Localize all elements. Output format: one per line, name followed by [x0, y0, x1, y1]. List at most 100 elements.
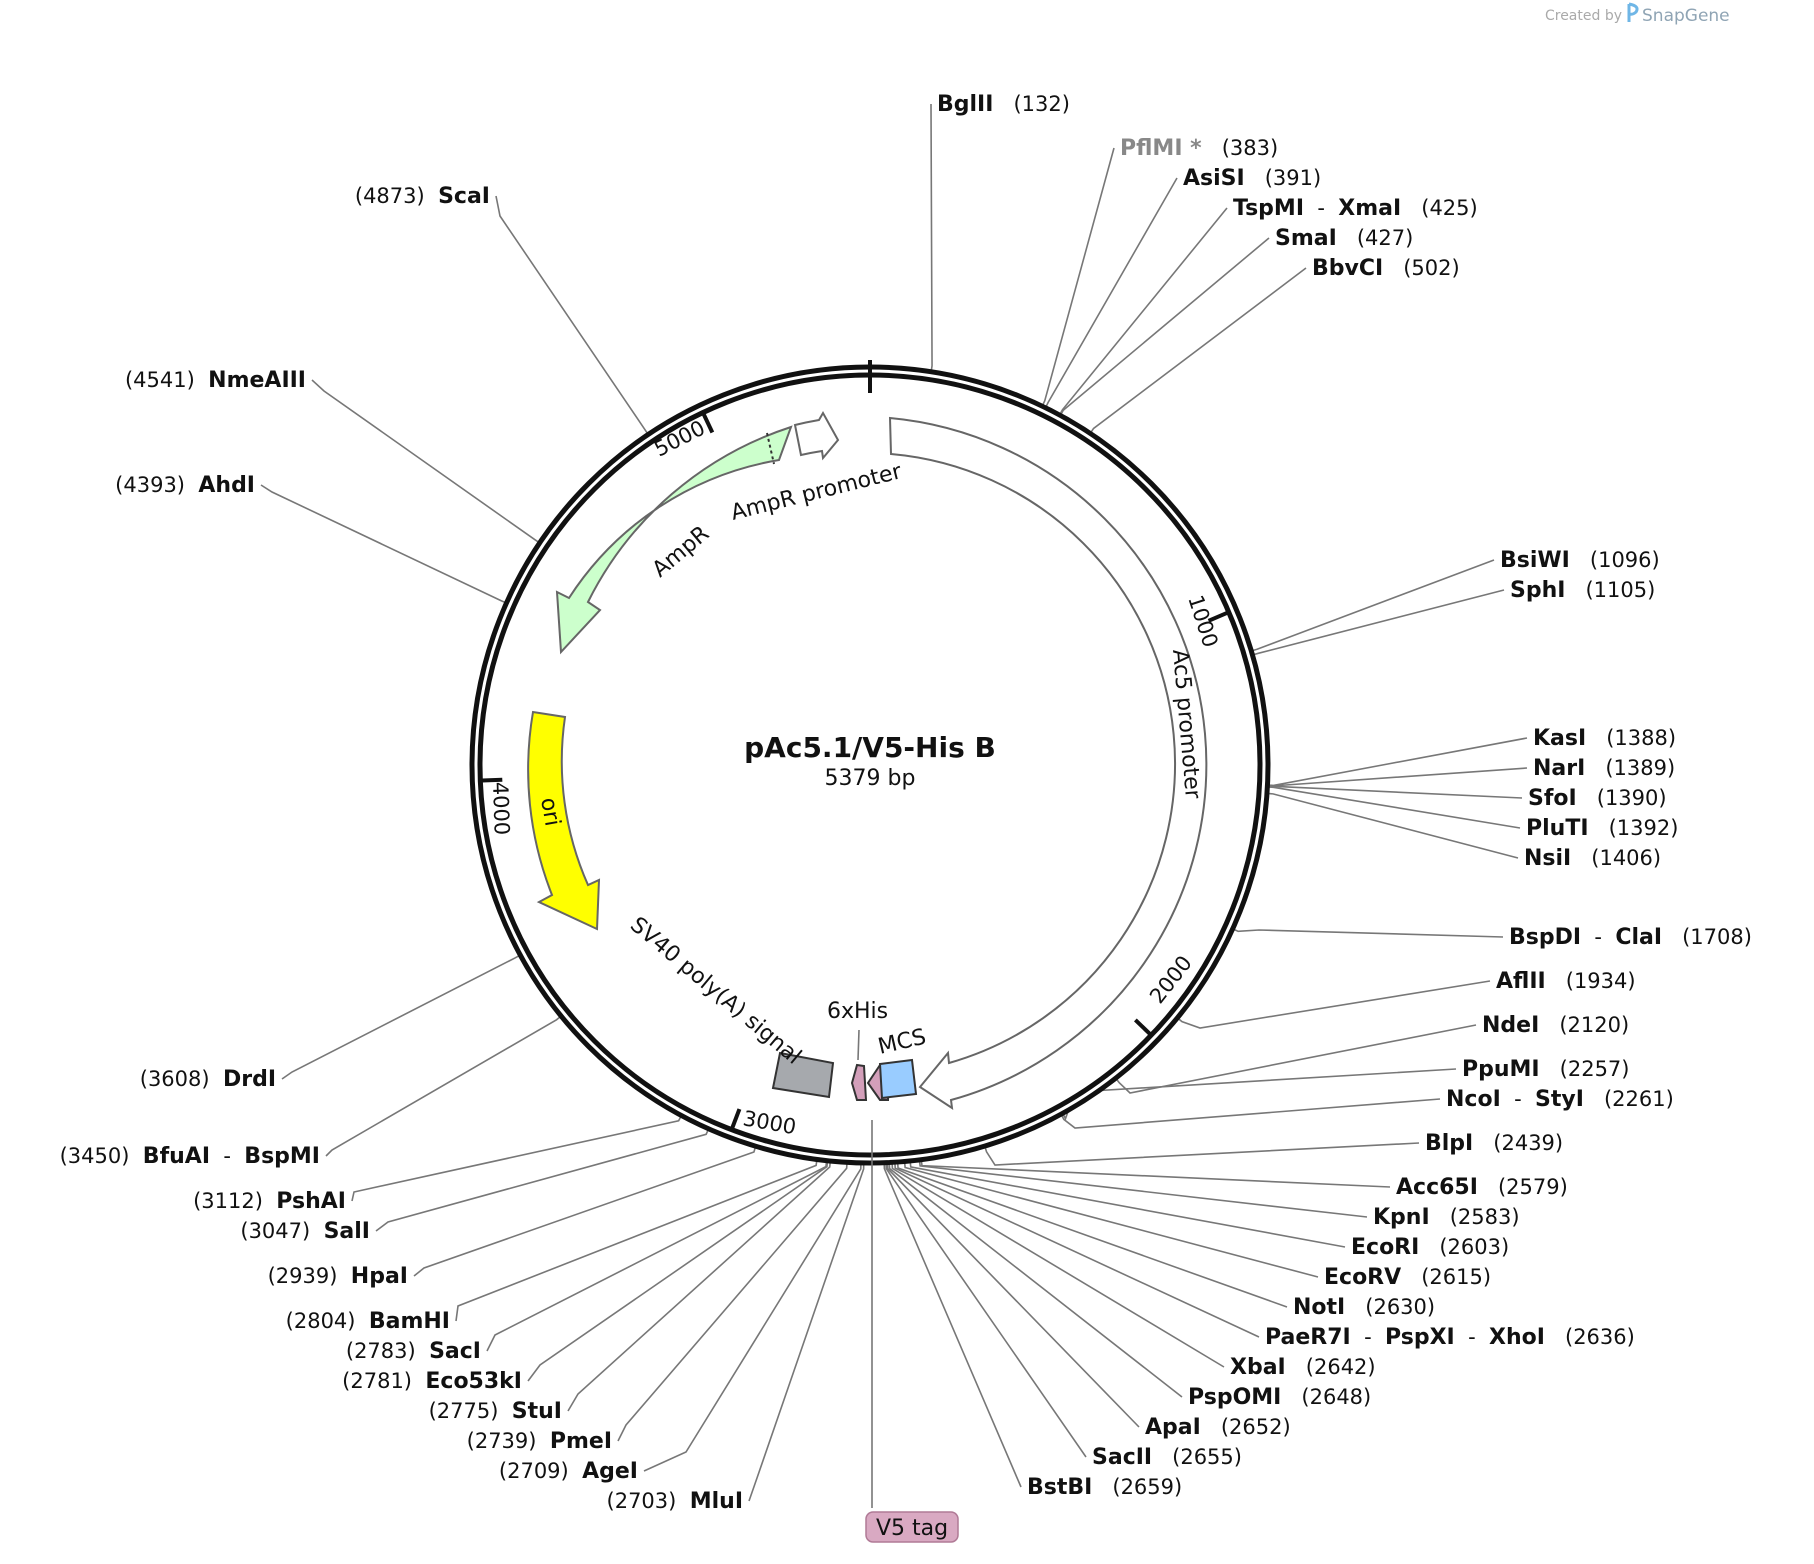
site-label-bbvci[interactable]: BbvCI (502): [1312, 256, 1460, 281]
site-label-acc65i[interactable]: Acc65I (2579): [1396, 1175, 1568, 1200]
spacer: [337, 1264, 350, 1288]
enzyme-name: BglII: [937, 92, 993, 117]
site-position: (2630): [1365, 1295, 1435, 1319]
site-label-bamhi[interactable]: (2804) BamHI: [286, 1309, 450, 1334]
site-position: (427): [1357, 226, 1413, 250]
site-label-apai[interactable]: ApaI (2652): [1145, 1415, 1291, 1440]
site-label-ecori[interactable]: EcoRI (2603): [1351, 1235, 1509, 1260]
site-position: (1105): [1585, 578, 1655, 602]
site-label-bspdi[interactable]: BspDI - ClaI (1708): [1509, 925, 1752, 950]
spacer: [1345, 1295, 1365, 1319]
site-label-scai[interactable]: (4873) ScaI: [355, 184, 490, 209]
site-label-paer7i[interactable]: PaeR7I - PspXI - XhoI (2636): [1265, 1325, 1635, 1350]
site-label-ndei[interactable]: NdeI (2120): [1482, 1013, 1629, 1038]
site-position: (4393): [115, 473, 185, 497]
site-text-tspmi: TspMI - XmaI (425): [1233, 196, 1478, 221]
feature-ac5-promoter[interactable]: [888, 416, 1208, 1111]
feature-6xhis[interactable]: [850, 1063, 868, 1101]
separator: -: [1501, 1087, 1535, 1111]
site-text-pmei: (2739) PmeI: [467, 1429, 612, 1454]
leader-line-eco53ki: [527, 1160, 829, 1382]
site-position: (2603): [1439, 1235, 1509, 1259]
site-text-ecorv: EcoRV (2615): [1324, 1265, 1491, 1290]
site-label-asisi[interactable]: AsiSI (391): [1183, 166, 1321, 191]
site-label-ppumi[interactable]: PpuMI (2257): [1462, 1057, 1630, 1082]
site-text-agei: (2709) AgeI: [499, 1459, 638, 1484]
site-label-sali[interactable]: (3047) SalI: [240, 1219, 370, 1244]
site-position: (2775): [429, 1399, 499, 1423]
site-label-drdi[interactable]: (3608) DrdI: [140, 1067, 276, 1092]
spacer: [1337, 226, 1357, 250]
leader-line-nmeaiii: [311, 379, 541, 544]
site-position: (2703): [607, 1489, 677, 1513]
site-position: (2261): [1604, 1087, 1674, 1111]
site-label-bfuai[interactable]: (3450) BfuAI - BspMI: [60, 1144, 320, 1169]
site-label-agei[interactable]: (2709) AgeI: [499, 1459, 638, 1484]
feature-ampr-promoter[interactable]: [793, 410, 840, 461]
credit-prefix: Created by: [1545, 8, 1622, 24]
site-label-eco53ki[interactable]: (2781) Eco53kI: [342, 1369, 522, 1394]
site-label-mlui[interactable]: (2703) MluI: [607, 1489, 743, 1514]
leader-line-blpi: [984, 1142, 1420, 1166]
site-label-nmeaiii[interactable]: (4541) NmeAIII: [125, 368, 306, 393]
site-label-sacii[interactable]: SacII (2655): [1092, 1445, 1242, 1470]
site-label-pmei[interactable]: (2739) PmeI: [467, 1429, 612, 1454]
site-label-bstbi[interactable]: BstBI (2659): [1027, 1475, 1182, 1500]
site-label-kpni[interactable]: KpnI (2583): [1373, 1205, 1520, 1230]
site-label-stui[interactable]: (2775) StuI: [429, 1399, 562, 1424]
site-text-sali: (3047) SalI: [240, 1219, 370, 1244]
site-label-smai[interactable]: SmaI (427): [1275, 226, 1413, 251]
site-label-pshai[interactable]: (3112) PshAI: [193, 1189, 346, 1214]
site-label-sfoi[interactable]: SfoI (1390): [1528, 786, 1667, 811]
spacer: [1202, 136, 1222, 160]
site-position: (2655): [1172, 1445, 1242, 1469]
site-position: (2583): [1450, 1205, 1520, 1229]
feature-ampr[interactable]: [555, 425, 793, 655]
site-text-blpi: BlpI (2439): [1425, 1131, 1563, 1156]
site-label-pluti[interactable]: PluTI (1392): [1526, 816, 1678, 841]
spacer: [1092, 1475, 1112, 1499]
6xhis-pointer: [857, 1029, 860, 1061]
spacer: [356, 1309, 369, 1333]
feature-ori[interactable]: [527, 710, 601, 931]
site-label-xbai[interactable]: XbaI (2642): [1230, 1355, 1376, 1380]
site-label-nari[interactable]: NarI (1389): [1533, 756, 1675, 781]
site-label-bglii[interactable]: BglII (132): [937, 92, 1070, 117]
leader-line-xbai: [891, 1162, 1225, 1368]
leader-line-paer7i: [894, 1162, 1260, 1338]
feature-sv40-polya[interactable]: [771, 1051, 835, 1099]
site-label-noti[interactable]: NotI (2630): [1293, 1295, 1435, 1320]
site-text-bstbi: BstBI (2659): [1027, 1475, 1182, 1500]
site-label-pflmi[interactable]: PflMI * (383): [1120, 136, 1278, 161]
site-label-saci[interactable]: (2783) SacI: [346, 1339, 481, 1364]
label-ori: ori: [535, 796, 565, 829]
spacer: [129, 1144, 142, 1168]
site-label-ahdi[interactable]: (4393) AhdI: [115, 473, 255, 498]
enzyme-name: BlpI: [1425, 1131, 1473, 1156]
label-v5-tag: V5 tag: [876, 1516, 948, 1541]
leader-line-nsii: [1266, 792, 1519, 859]
site-label-sphi[interactable]: SphI (1105): [1510, 578, 1655, 603]
site-label-bsiwi[interactable]: BsiWI (1096): [1500, 548, 1660, 573]
enzyme-name: SphI: [1510, 578, 1565, 603]
site-label-kasi[interactable]: KasI (1388): [1533, 726, 1676, 751]
leader-line-pflmi: [1041, 147, 1115, 407]
spacer: [195, 368, 208, 392]
site-label-hpai[interactable]: (2939) HpaI: [268, 1264, 408, 1289]
spacer: [1478, 1175, 1498, 1199]
feature-mcs[interactable]: [878, 1058, 918, 1100]
site-label-nsii[interactable]: NsiI (1406): [1524, 846, 1661, 871]
spacer: [1585, 756, 1605, 780]
site-label-ecorv[interactable]: EcoRV (2615): [1324, 1265, 1491, 1290]
v5-tag-badge: [865, 1511, 959, 1543]
site-label-pspomi[interactable]: PspOMI (2648): [1188, 1385, 1371, 1410]
enzyme-name: PaeR7I: [1265, 1325, 1351, 1350]
enzyme-name: StyI: [1535, 1087, 1584, 1112]
site-label-aflii[interactable]: AflII (1934): [1496, 969, 1636, 994]
site-label-tspmi[interactable]: TspMI - XmaI (425): [1233, 196, 1478, 221]
enzyme-name: SacI: [429, 1339, 481, 1364]
features: [527, 410, 1208, 1508]
site-position: (2659): [1112, 1475, 1182, 1499]
site-label-ncoi[interactable]: NcoI - StyI (2261): [1446, 1087, 1674, 1112]
site-label-blpi[interactable]: BlpI (2439): [1425, 1131, 1563, 1156]
